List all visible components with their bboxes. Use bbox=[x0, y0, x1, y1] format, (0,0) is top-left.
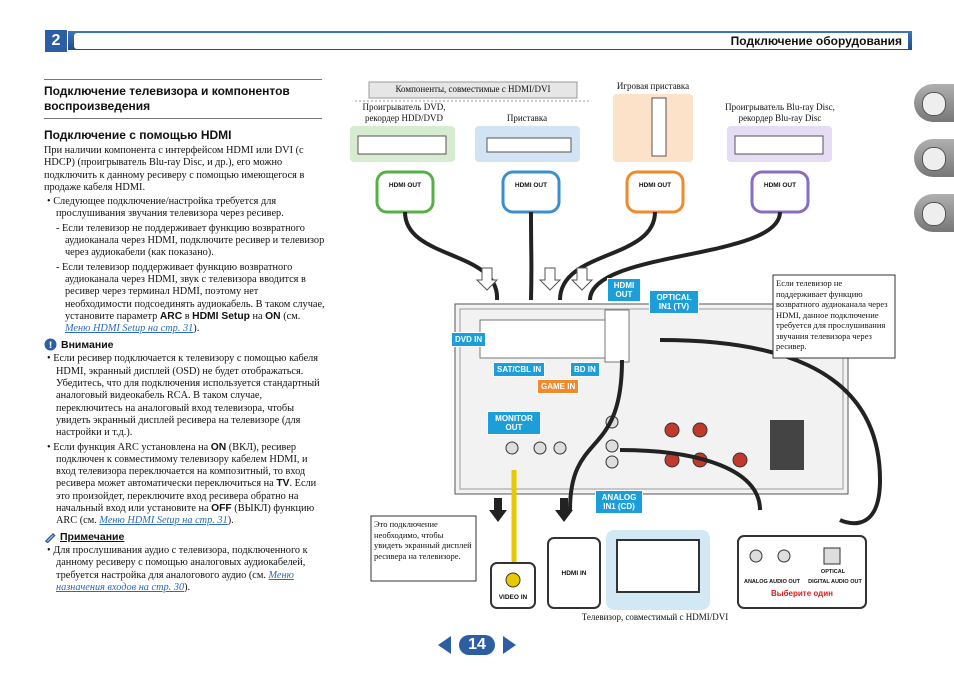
hdmi-in-jack bbox=[547, 537, 601, 609]
side-tab-device[interactable] bbox=[914, 139, 954, 177]
next-page-arrow-icon[interactable] bbox=[503, 636, 516, 654]
compat-box bbox=[368, 81, 578, 99]
hdmi-setup-link[interactable]: Меню HDMI Setup на стр. 31 bbox=[65, 323, 194, 335]
prev-page-arrow-icon[interactable] bbox=[438, 636, 451, 654]
book-icon bbox=[922, 92, 946, 116]
side-tab-book[interactable] bbox=[914, 84, 954, 122]
tv-caption: Телевизор, совместимый с HDMI/DVI bbox=[581, 612, 729, 622]
tag-hdmi-out: HDMI OUT bbox=[607, 278, 641, 302]
caution-icon: ! bbox=[44, 338, 57, 351]
tag-game-in: GAME IN bbox=[537, 379, 580, 394]
tag-dvd-in: DVD IN bbox=[451, 332, 487, 347]
note-heading: Примечание bbox=[44, 531, 326, 543]
list-item: - Если телевизор не поддерживает функцию… bbox=[56, 222, 325, 259]
list-item: • Следующее подключение/настройка требуе… bbox=[47, 196, 284, 220]
hdmi-out-label: HDMI OUT bbox=[763, 182, 797, 189]
tag-optical-in: OPTICAL IN1 (TV) bbox=[649, 290, 699, 314]
intro-paragraph: При наличии компонента с интерфейсом HDM… bbox=[44, 145, 305, 193]
hdmi-out-bd bbox=[750, 170, 810, 214]
chapter-number: 2 bbox=[44, 29, 68, 53]
list-item: • Для прослушивания аудио с телевизора, … bbox=[47, 544, 308, 593]
optical-label: OPTICAL bbox=[820, 569, 846, 575]
body-text: При наличии компонента с интерфейсом HDM… bbox=[44, 145, 326, 596]
hdmi-out-label: HDMI OUT bbox=[638, 182, 672, 189]
bd-label: Проигрыватель Blu-ray Disc, рекордер Blu… bbox=[725, 102, 835, 123]
subsection-title: Подключение с помощью HDMI bbox=[44, 128, 232, 142]
tag-analog-in: ANALOG IN1 (CD) bbox=[595, 490, 643, 514]
hdmi-out-label: HDMI OUT bbox=[514, 182, 548, 189]
hdmi-setup-link-2[interactable]: Меню HDMI Setup на стр. 31 bbox=[99, 515, 228, 527]
svg-text:!: ! bbox=[48, 341, 52, 351]
caution-heading: !Внимание bbox=[44, 338, 326, 351]
hdmi-out-dvd bbox=[375, 170, 435, 214]
hdmi-out-label: HDMI OUT bbox=[388, 182, 422, 189]
game-label: Игровая приставка bbox=[616, 81, 690, 91]
chapter-title: Подключение оборудования bbox=[74, 33, 908, 49]
compat-label: Компоненты, совместимые с HDMI/DVI bbox=[395, 84, 551, 94]
hdmi-out-game bbox=[625, 170, 685, 214]
pencil-icon bbox=[44, 532, 56, 543]
stb-label: Приставка bbox=[506, 113, 548, 123]
divider bbox=[44, 118, 322, 119]
tag-bd-in: BD IN bbox=[570, 362, 600, 377]
dvd-label: Проигрыватель DVD, рекордер HDD/DVD bbox=[362, 102, 446, 123]
list-item: • Если ресивер подключается к телевизору… bbox=[47, 353, 320, 439]
arc-note: Если телевизор не поддерживает функцию в… bbox=[776, 278, 888, 351]
digital-audio-out-label: DIGITAL AUDIO OUT bbox=[808, 579, 862, 585]
question-icon bbox=[922, 202, 946, 226]
page-number: 14 bbox=[459, 635, 495, 655]
tag-satcbl-in: SAT/CBL IN bbox=[493, 362, 546, 377]
side-tab-help[interactable] bbox=[914, 194, 954, 232]
input-assign-link[interactable]: Меню назначения входов на стр. 30 bbox=[56, 569, 294, 593]
choose-one-label: Выберите один bbox=[770, 589, 833, 598]
list-item: - Если телевизор поддерживает функцию во… bbox=[56, 261, 325, 335]
device-icon bbox=[922, 147, 946, 171]
tag-monitor-out: MONITOR OUT bbox=[487, 411, 541, 435]
analog-audio-out-label: ANALOG AUDIO OUT bbox=[743, 579, 800, 585]
video-in-label: VIDEO IN bbox=[498, 594, 528, 601]
divider bbox=[44, 79, 322, 80]
list-item: • Если функция ARC установлена на ON (ВК… bbox=[47, 441, 317, 527]
hdmi-out-stb bbox=[501, 170, 561, 214]
osd-note: Это подключение необходимо, чтобы увидет… bbox=[374, 519, 472, 561]
section-title: Подключение телевизора и компонентов вос… bbox=[44, 84, 290, 113]
hdmi-in-label: HDMI IN bbox=[561, 570, 587, 577]
